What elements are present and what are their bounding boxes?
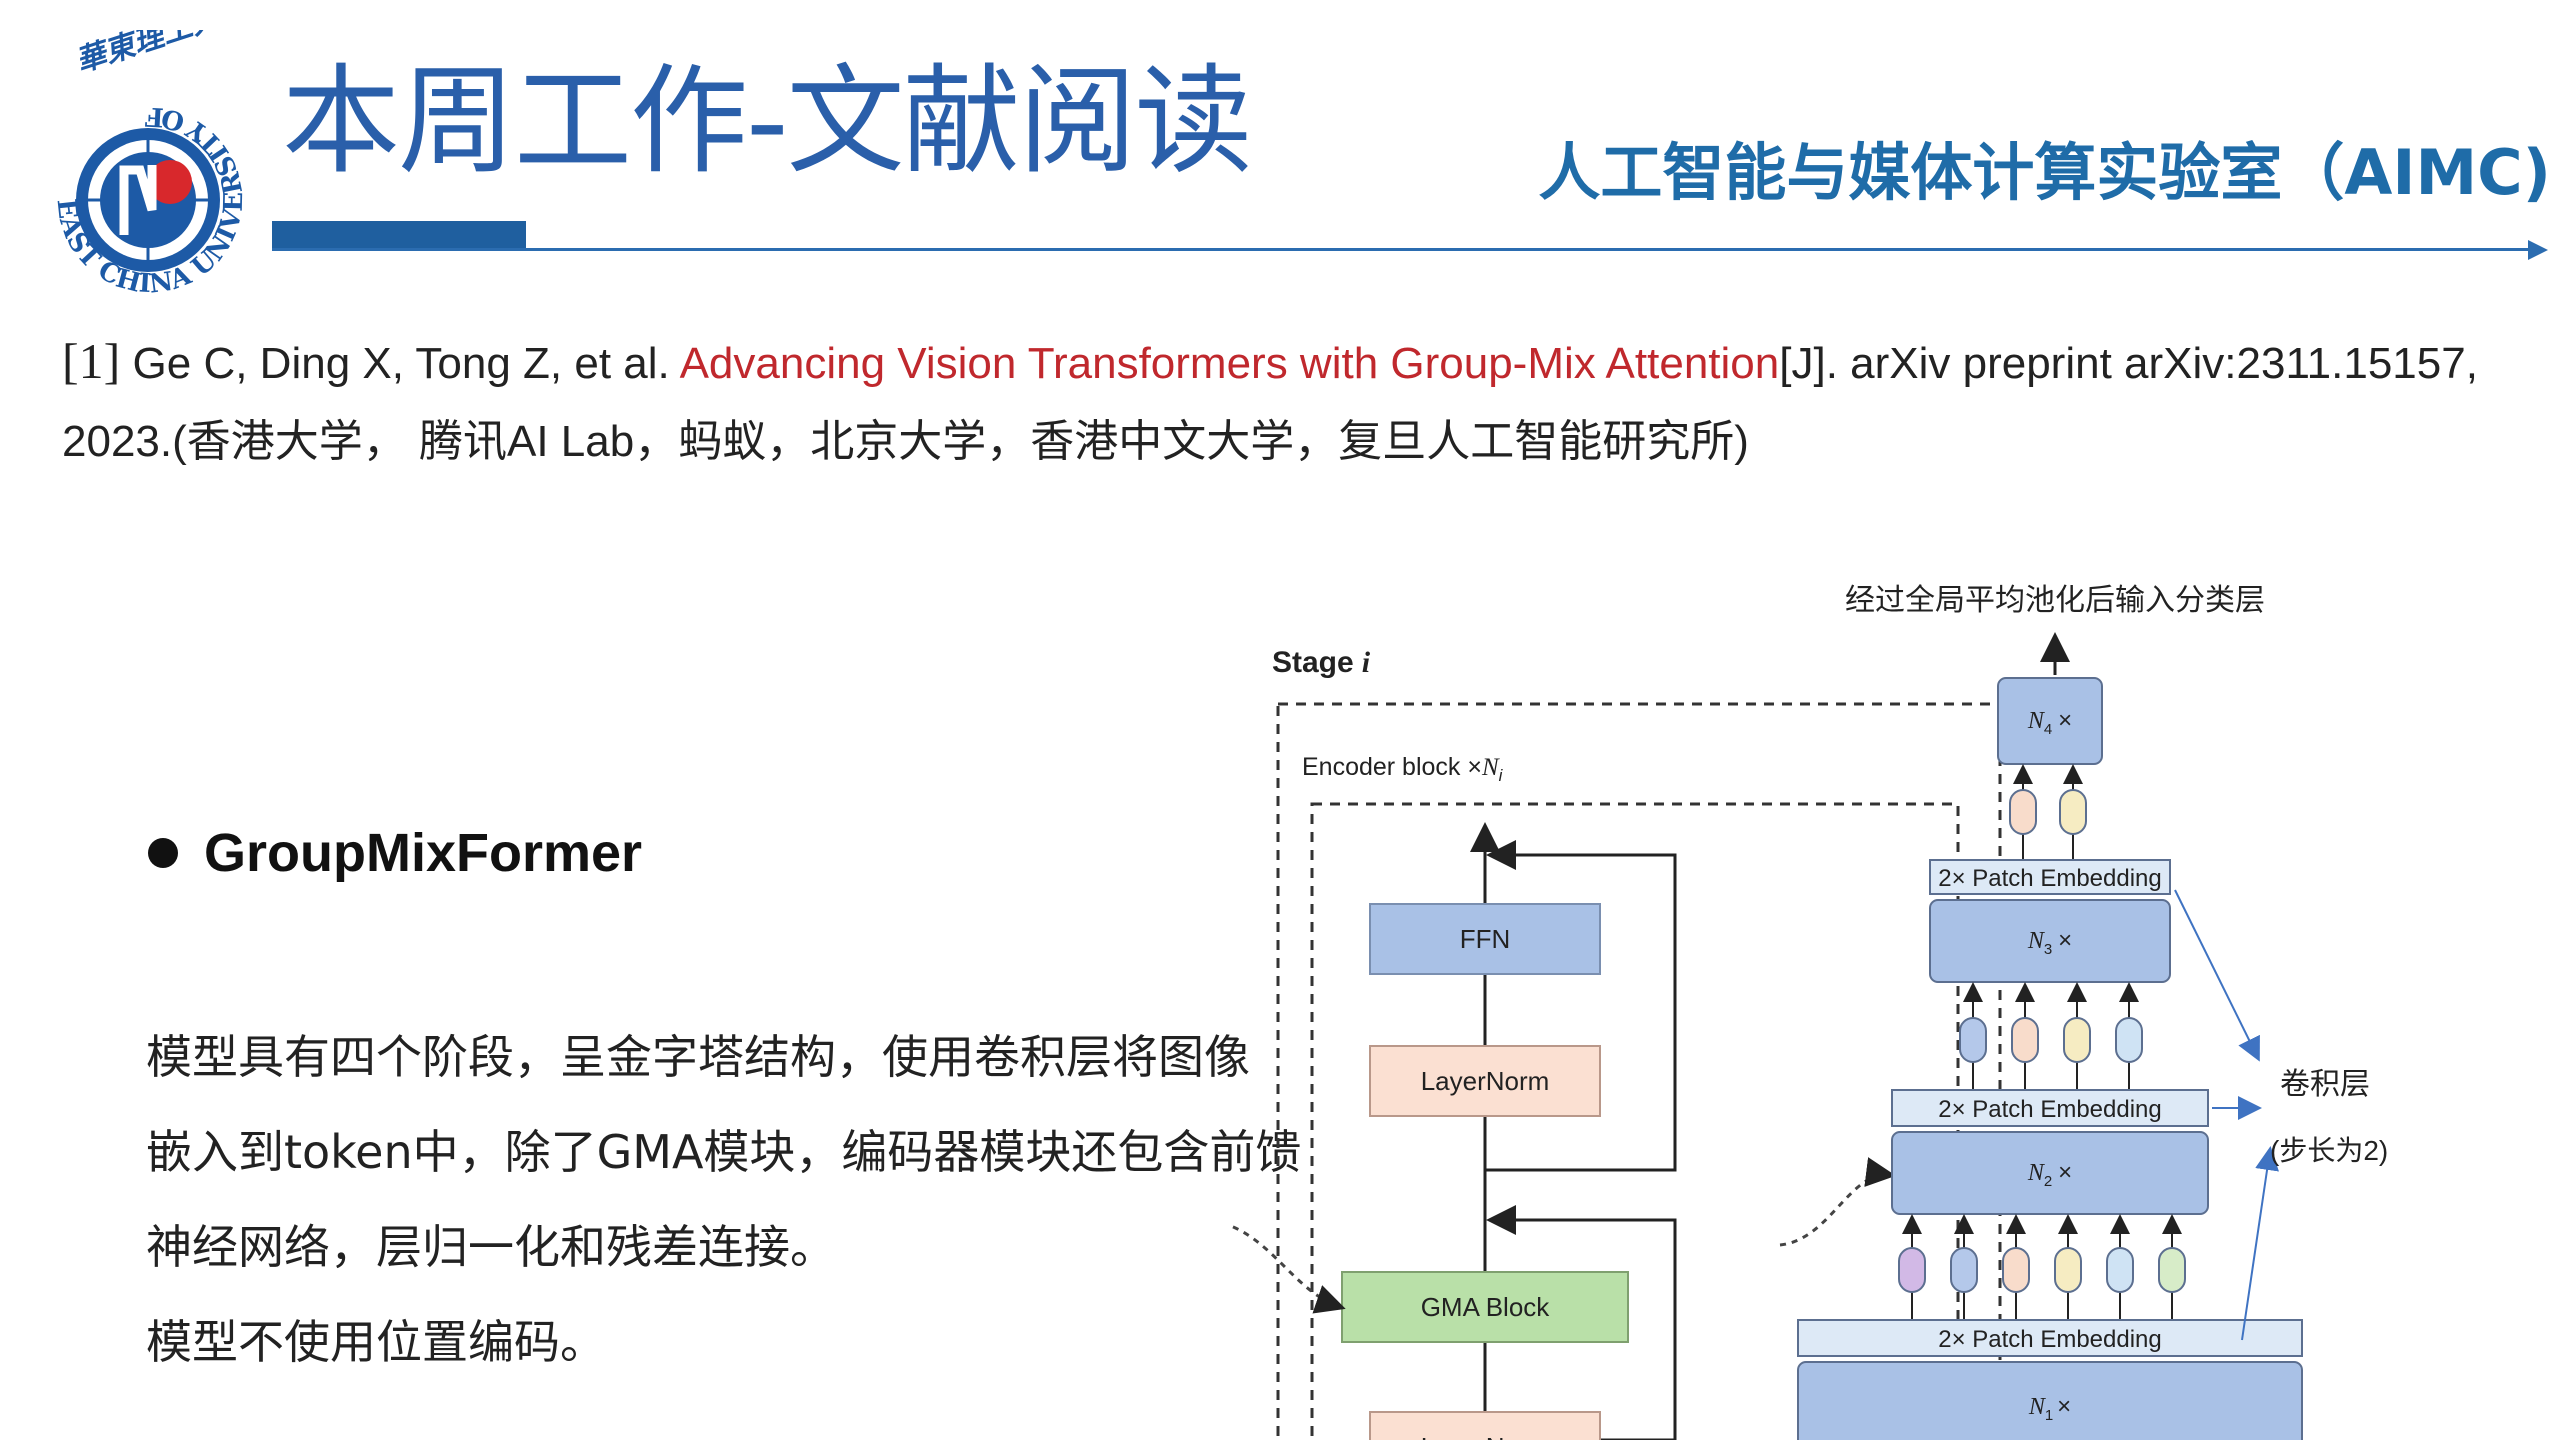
svg-text:2× Patch Embedding: 2× Patch Embedding — [1938, 865, 2162, 892]
ffn-label: FFN — [1460, 924, 1511, 954]
stage3-block — [1929, 899, 2171, 983]
bullet-heading: GroupMixFormer — [204, 823, 643, 883]
encoder-var: N — [1481, 754, 1500, 781]
token — [2054, 1247, 2082, 1293]
svg-text:N4×: N4× — [2027, 707, 2072, 738]
stage-label: Stage — [1272, 646, 1354, 679]
conv-label: 卷积层 — [2280, 1068, 2370, 1101]
svg-text:Encoder block ×Ni: Encoder block ×Ni — [1302, 753, 1504, 785]
svg-text:N1×: N1× — [2028, 1393, 2071, 1424]
token — [2009, 789, 2037, 835]
svg-text:N3×: N3× — [2027, 927, 2072, 958]
description-line: 模型具有四个阶段，呈金字塔结构，使用卷积层将图像 — [146, 1030, 1250, 1084]
token — [2059, 789, 2087, 835]
layernorm-block-2 — [1369, 1411, 1601, 1440]
svg-text:N2×: N2× — [2027, 1159, 2072, 1190]
university-logo: EAST CHINA UNIVERSITY OF SCIENCE AND TEC… — [28, 30, 260, 312]
description-line: 模型不使用位置编码。 — [146, 1315, 606, 1369]
reference-paper-title[interactable]: Advancing Vision Transformers with Group… — [679, 339, 1780, 388]
token — [2115, 1017, 2143, 1063]
pyramid-top-caption: 经过全局平均池化后输入分类层 — [1845, 584, 2265, 617]
token — [1950, 1247, 1978, 1293]
stage4-block — [1997, 677, 2103, 765]
token — [1898, 1247, 1926, 1293]
underline-arrow-icon — [2528, 240, 2548, 260]
layernorm-label: LayerNorm — [1421, 1066, 1550, 1096]
stage2-block — [1891, 1131, 2209, 1215]
token — [1959, 1017, 1987, 1063]
token — [2002, 1247, 2030, 1293]
encoder-sub: i — [1499, 766, 1504, 785]
patch-embedding-1 — [1797, 1319, 2303, 1357]
layernorm2-label: LayerNorm — [1421, 1432, 1550, 1440]
reference-details: [J]. arXiv preprint arXiv:2311.15157, 20… — [62, 339, 2478, 466]
gma-label: GMA Block — [1421, 1292, 1551, 1322]
svg-text:2× Patch Embedding: 2× Patch Embedding — [1938, 1096, 2162, 1123]
title-accent-bar — [272, 221, 526, 249]
stage1-block — [1797, 1361, 2303, 1440]
page-title: 本周工作-文献阅读 — [282, 52, 1253, 190]
lab-name: 人工智能与媒体计算实验室（AIMC) — [1538, 136, 2551, 209]
encoder-label: Encoder block × — [1302, 753, 1482, 781]
ffn-block — [1369, 903, 1601, 975]
token — [2158, 1247, 2186, 1293]
reference-number: [1] — [62, 333, 121, 389]
description-line: 嵌入到token中，除了GMA模块，编码器模块还包含前馈 — [146, 1125, 1302, 1179]
logo-top-text: 華東理工大學 — [72, 30, 257, 80]
token — [2063, 1017, 2091, 1063]
token — [2011, 1017, 2039, 1063]
patch-embedding-2 — [1891, 1089, 2209, 1127]
layernorm-block — [1369, 1045, 1601, 1117]
stage-box — [1276, 702, 2002, 1440]
reference-authors: Ge C, Ding X, Tong Z, et al. — [120, 339, 680, 388]
token — [2106, 1247, 2134, 1293]
stage-var: i — [1362, 646, 1371, 679]
conv-stride-label: (步长为2) — [2270, 1135, 2388, 1166]
bullet-icon — [148, 838, 178, 868]
svg-text:2× Patch Embedding: 2× Patch Embedding — [1938, 1326, 2162, 1353]
reference-citation: [1] Ge C, Ding X, Tong Z, et al. Advanci… — [62, 322, 2532, 481]
title-underline — [272, 248, 2534, 251]
description-line: 神经网络，层归一化和残差连接。 — [146, 1220, 836, 1274]
model-description: 模型具有四个阶段，呈金字塔结构，使用卷积层将图像 嵌入到token中，除了GMA… — [146, 1010, 1302, 1390]
patch-embedding-3 — [1929, 859, 2171, 895]
